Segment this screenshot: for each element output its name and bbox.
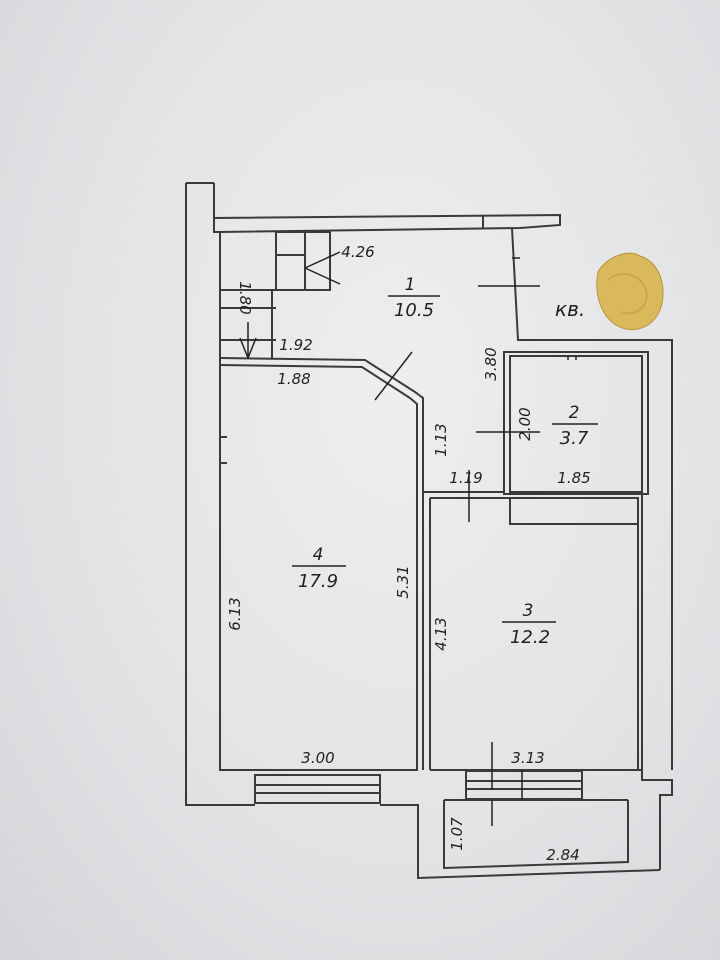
outer-wall-left — [185, 183, 255, 806]
room4-top-wall — [219, 357, 424, 770]
room-4-area: 17.9 — [298, 571, 338, 592]
inner-wall-left — [213, 183, 255, 771]
dim-hall-width: 1.88 — [277, 370, 310, 388]
balcony-outer — [380, 804, 661, 880]
hall-right-wall — [511, 227, 648, 341]
door-mark-room4 — [374, 351, 413, 401]
dim-room4-height-inner: 5.31 — [394, 565, 412, 598]
top-wall — [213, 213, 561, 233]
dim-stair-length: 4.26 — [341, 243, 374, 261]
dim-balcony-height: 1.07 — [448, 817, 466, 851]
dim-hall-height: 3.80 — [482, 347, 500, 380]
room-3-number: 3 — [523, 601, 534, 621]
dim-room4-height: 6.13 — [226, 597, 244, 630]
window-room4 — [254, 774, 381, 804]
room-4-number: 4 — [313, 545, 324, 565]
room-2-number: 2 — [569, 403, 580, 423]
dim-hall-small: 1.92 — [279, 336, 312, 354]
dim-bath-width: 1.85 — [557, 469, 590, 487]
room-1-number: 1 — [405, 275, 416, 295]
dim-room4-width: 3.00 — [301, 749, 334, 767]
tape-stain — [596, 252, 664, 331]
dim-corridor-height: 1.13 — [432, 423, 450, 456]
room4-top-wall-inner — [219, 364, 418, 770]
outer-wall-right — [648, 339, 673, 770]
room-1-area: 10.5 — [394, 300, 434, 321]
dim-room3-height: 4.13 — [432, 617, 450, 650]
apartment-label: кв. — [555, 297, 585, 321]
dim-balcony-width: 2.84 — [546, 846, 579, 864]
balcony-inner — [443, 800, 629, 870]
dim-corridor-width: 1.19 — [449, 469, 482, 487]
window-room3 — [465, 770, 583, 800]
dim-bath-height: 2.00 — [516, 407, 534, 440]
room-3-area: 12.2 — [510, 627, 550, 648]
room-2-area: 3.7 — [560, 428, 589, 449]
dim-room3-width: 3.13 — [511, 749, 544, 767]
dim-stair-width: 1.80 — [236, 281, 254, 314]
stair-box — [275, 231, 331, 291]
